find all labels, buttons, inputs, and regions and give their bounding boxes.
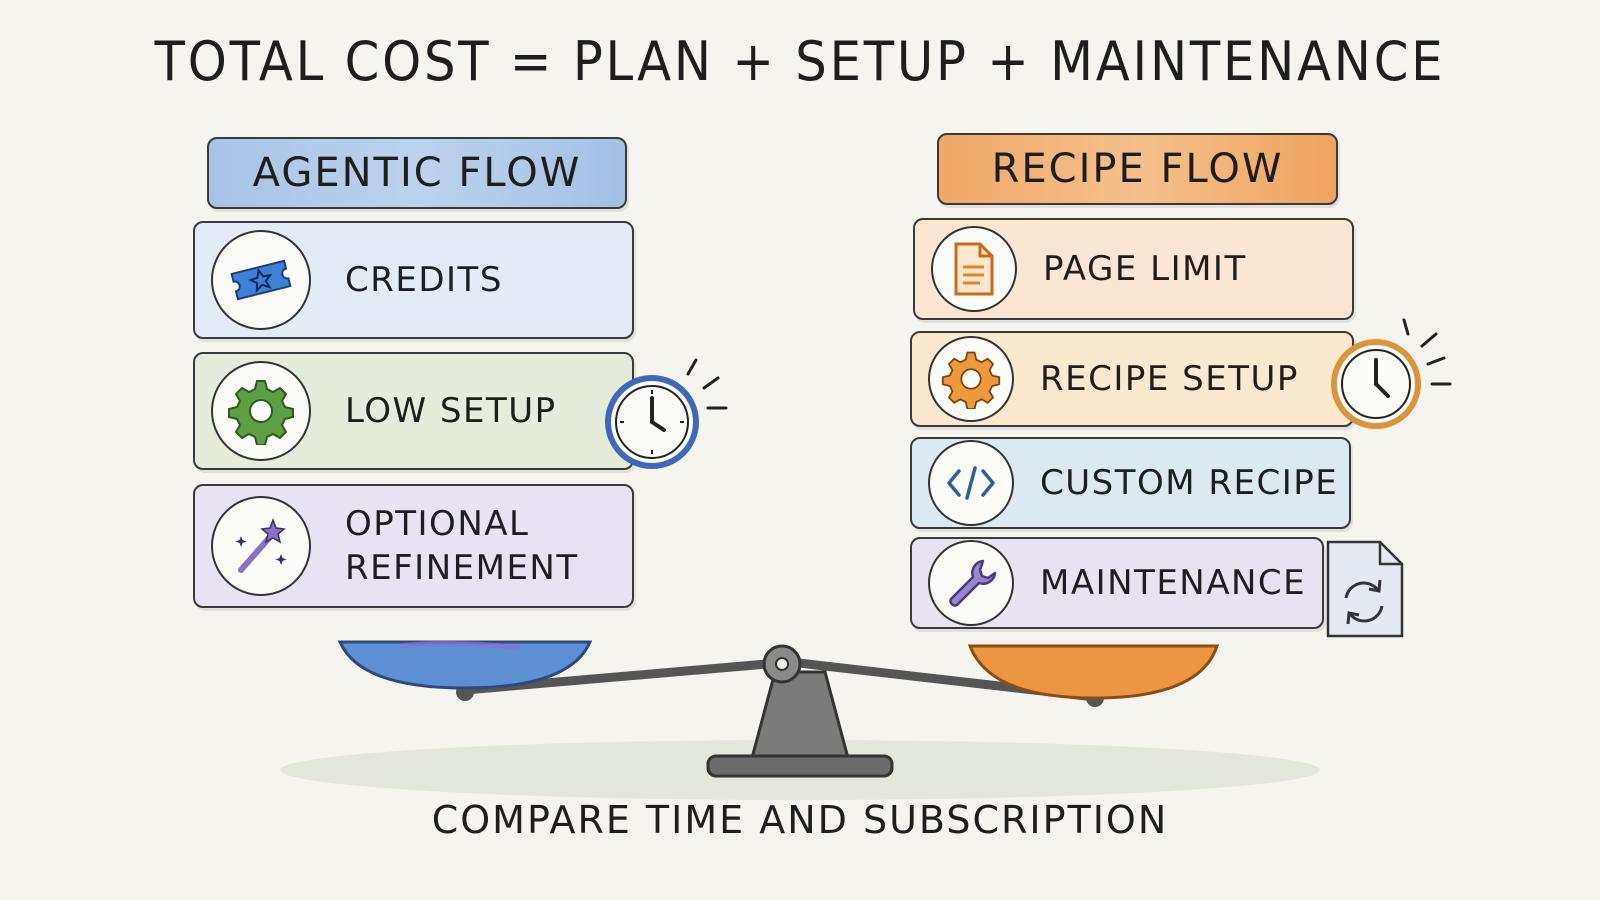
agentic-flow-title: AGENTIC FLOW (252, 150, 582, 196)
maintenance-card: MAINTENANCE (910, 537, 1324, 629)
optional-refinement-card: OPTIONAL REFINEMENT (193, 484, 634, 608)
document-icon (931, 226, 1017, 312)
clock-icon-left (605, 358, 728, 469)
left-pan (337, 640, 593, 690)
agentic-flow-header: AGENTIC FLOW (207, 137, 627, 209)
page-limit-card: PAGE LIMIT (913, 218, 1354, 320)
page-limit-label: PAGE LIMIT (1043, 248, 1247, 289)
maintenance-label: MAINTENANCE (1040, 562, 1307, 603)
ground-shadow (280, 740, 1320, 800)
gear-icon (928, 336, 1014, 422)
credits-label: CREDITS (345, 259, 503, 300)
recipe-flow-title: RECIPE FLOW (991, 146, 1284, 192)
optional-label-line2: REFINEMENT (345, 548, 579, 588)
formula-title: TOTAL COST = PLAN + SETUP + MAINTENANCE (154, 30, 1446, 93)
clock-icon-right (1331, 318, 1452, 429)
recipe-flow-header: RECIPE FLOW (937, 133, 1338, 205)
wrench-icon (928, 540, 1014, 626)
custom-recipe-label: CUSTOM RECIPE (1040, 462, 1339, 503)
refresh-document-icon (1326, 540, 1404, 638)
right-pan (967, 644, 1220, 700)
custom-recipe-card: CUSTOM RECIPE (910, 437, 1351, 529)
magic-wand-icon (211, 496, 311, 596)
gear-icon (211, 361, 311, 461)
low-setup-card: LOW SETUP (193, 352, 634, 470)
recipe-setup-label: RECIPE SETUP (1040, 358, 1299, 399)
optional-label-line1: OPTIONAL (345, 503, 530, 544)
optional-refinement-label: OPTIONAL REFINEMENT (345, 502, 579, 590)
code-icon (928, 440, 1014, 526)
footer-caption: COMPARE TIME AND SUBSCRIPTION (431, 798, 1169, 842)
ticket-icon (211, 230, 311, 330)
low-setup-label: LOW SETUP (345, 390, 557, 431)
credits-card: CREDITS (193, 221, 634, 339)
recipe-setup-card: RECIPE SETUP (910, 331, 1354, 427)
